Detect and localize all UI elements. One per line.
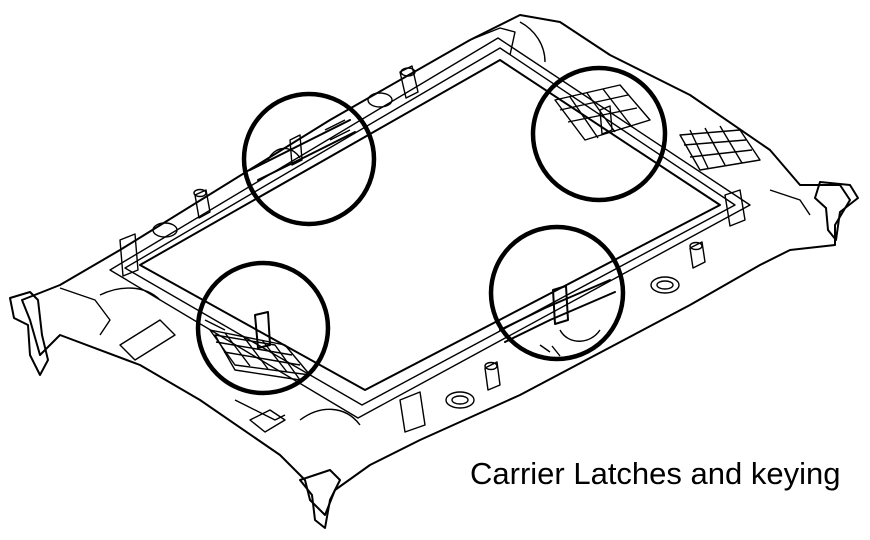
left-latch-clip bbox=[9, 287, 161, 376]
callout-bottom-right bbox=[488, 224, 626, 362]
right-latch-clip bbox=[769, 181, 859, 241]
callout-top-left bbox=[241, 91, 377, 227]
carrier-frame bbox=[21, 14, 851, 516]
bottom-latch-clip bbox=[234, 399, 361, 529]
top-latch-clip bbox=[469, 21, 546, 63]
callout-top-right bbox=[530, 65, 668, 203]
callout-bottom-left bbox=[195, 260, 331, 396]
diagram-caption: Carrier Latches and keying bbox=[470, 456, 841, 491]
